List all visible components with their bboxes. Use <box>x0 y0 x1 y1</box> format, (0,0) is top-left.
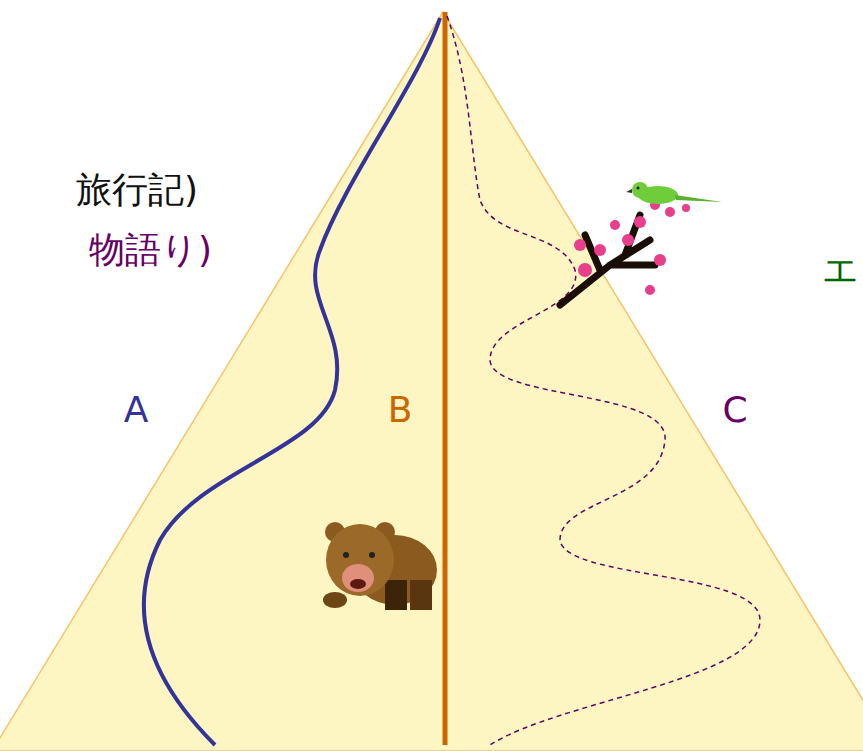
path-label: A <box>124 390 149 430</box>
path-c <box>447 16 760 745</box>
route-note: 旅行記) <box>76 170 198 210</box>
bird-picture <box>626 182 722 204</box>
path-b <box>443 12 448 745</box>
bear-picture <box>323 522 437 610</box>
route-note: エ <box>822 250 859 290</box>
path-a <box>144 18 440 745</box>
mountain-triangle <box>0 12 863 751</box>
plum-branch-picture <box>560 182 722 305</box>
route-note: 物語り) <box>89 230 212 270</box>
path-label: C <box>722 390 747 430</box>
path-label: B <box>388 390 413 430</box>
